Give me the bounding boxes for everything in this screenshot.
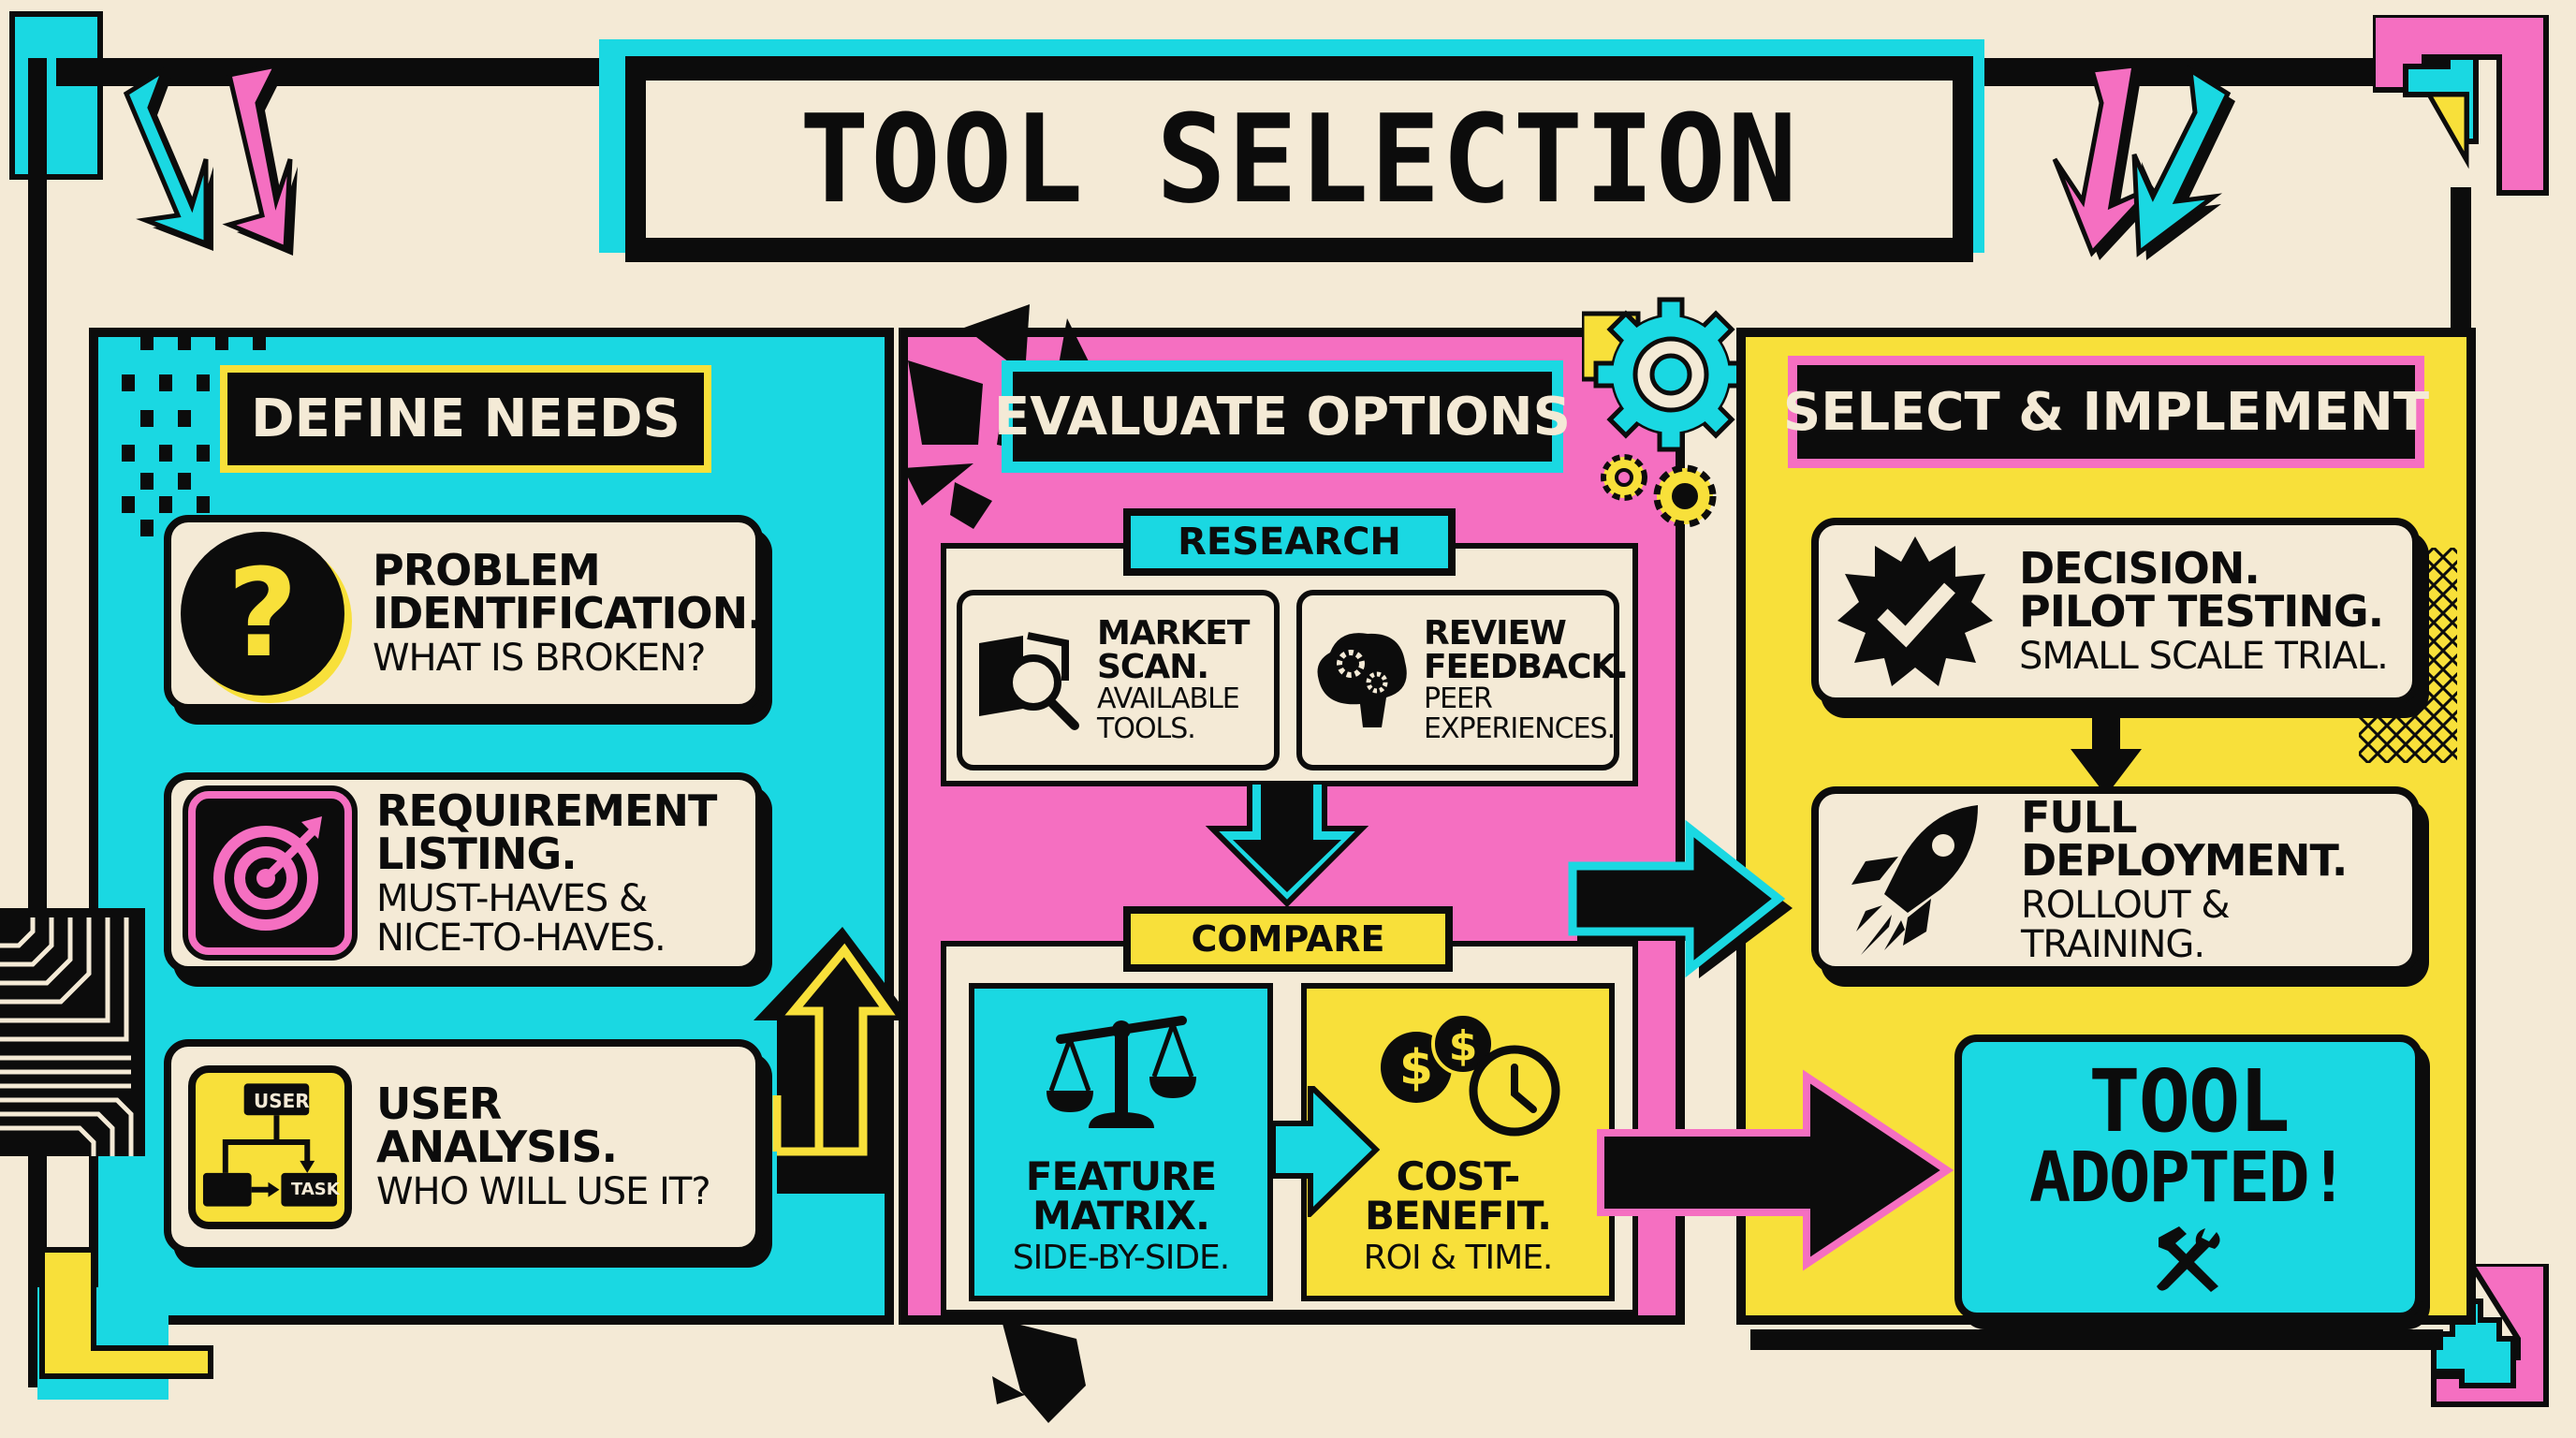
research-label: RESEARCH (1123, 508, 1456, 576)
frame-bottom-border (1750, 1329, 2443, 1350)
section-header-define-needs: DEFINE NEEDS (220, 365, 711, 473)
step-title-line1: DECISION. (2019, 543, 2261, 594)
step-title-line1: REQUIREMENT (376, 785, 717, 836)
corner-block-top-left (9, 11, 103, 180)
up-arrow-icon (754, 927, 913, 1194)
card-title-line1: FEATURE (1025, 1153, 1217, 1200)
step-subtitle: WHO WILL USE IT? (376, 1170, 711, 1213)
step-subtitle-line1: MUST-HAVES & (376, 876, 648, 920)
corner-block-top-right (2373, 15, 2549, 196)
gears-icon (1582, 297, 1749, 528)
card-title-line2: BENEFIT. (1364, 1193, 1552, 1240)
step-card-requirement-listing: REQUIREMENT LISTING. MUST-HAVES & NICE-T… (164, 772, 763, 974)
card-title-line1: MARKET (1097, 614, 1250, 653)
card-subtitle-line2: EXPERIENCES. (1424, 712, 1616, 745)
question-mark-icon: ? (181, 531, 344, 696)
card-title-line1: REVIEW (1424, 614, 1567, 653)
right-arrow-icon (1273, 1086, 1381, 1217)
step-title-line2: ANALYSIS. (376, 1122, 618, 1172)
step-subtitle: ROLLOUT & TRAINING. (2021, 884, 2231, 966)
research-card-market-scan: MARKET SCAN. AVAILABLE TOOLS. (957, 590, 1280, 770)
step-title-line2: IDENTIFICATION. (373, 588, 764, 638)
step-title-line1: PROBLEM (373, 545, 601, 595)
compare-card-cost-benefit: $ $ COST- BENEFIT. ROI & TIME. (1301, 983, 1615, 1301)
brain-gears-icon (1317, 632, 1407, 727)
card-subtitle-line1: PEER (1424, 682, 1493, 715)
step-subtitle-line2: NICE-TO-HAVES. (376, 916, 666, 960)
step-card-user-analysis: USER TASK USER ANALYSIS. WHO WILL USE IT… (164, 1039, 763, 1255)
icon-label-user: USER (254, 1089, 310, 1112)
research-card-review-feedback: REVIEW FEEDBACK. PEER EXPERIENCES. (1296, 590, 1629, 770)
page-title: TOOL SELECTION (799, 88, 1799, 230)
card-title-line2: MATRIX. (1032, 1193, 1210, 1240)
step-card-full-deployment: FULL DEPLOYMENT. ROLLOUT & TRAINING. (1811, 786, 2420, 974)
coins-clock-icon: $ $ (1380, 1012, 1559, 1137)
title-banner: TOOL SELECTION (625, 56, 1973, 262)
step-card-problem-identification: ? PROBLEM IDENTIFICATION. WHAT IS BROKEN… (164, 515, 764, 712)
zigzag-arrows-right-icon (2052, 66, 2235, 260)
result-line2: ADOPTED! (2028, 1137, 2349, 1218)
card-subtitle: ROI & TIME. (1363, 1239, 1554, 1278)
step-card-decision-pilot: DECISION. PILOT TESTING. SMALL SCALE TRI… (1811, 518, 2420, 705)
result-line1: TOOL (2088, 1050, 2291, 1152)
card-title-line2: SCAN. (1097, 648, 1209, 686)
step-title-line2: DEPLOYMENT. (2021, 835, 2348, 886)
step-title-line1: USER (376, 1078, 502, 1129)
card-title-line2: FEEDBACK. (1424, 648, 1629, 686)
svg-text:$: $ (1448, 1022, 1477, 1070)
step-title-line2: PILOT TESTING. (2019, 586, 2384, 637)
rocket-icon (1852, 805, 1978, 955)
corner-block-bottom-left (37, 1247, 213, 1400)
book-magnifier-icon (979, 631, 1079, 730)
down-arrow-small-icon (2071, 697, 2142, 796)
section-header-select-implement: SELECT & IMPLEMENT (1783, 356, 2429, 468)
step-subtitle: SMALL SCALE TRIAL. (2019, 635, 2389, 678)
card-subtitle-line1: AVAILABLE (1097, 682, 1240, 715)
compare-card-feature-matrix: FEATURE MATRIX. SIDE-BY-SIDE. (969, 983, 1273, 1301)
card-subtitle: SIDE-BY-SIDE. (1012, 1239, 1230, 1278)
zigzag-arrows-left-icon (123, 66, 298, 256)
circuit-lines-decoration (0, 908, 145, 1156)
step-title-line2: LISTING. (376, 828, 578, 879)
card-subtitle-line2: TOOLS. (1097, 712, 1196, 745)
right-arrow-pink-icon (1597, 1069, 1954, 1271)
svg-text:$: $ (1398, 1040, 1432, 1096)
check-badge-icon (1837, 536, 1993, 686)
icon-label-task: TASK (291, 1179, 340, 1199)
corner-block-bottom-right (2431, 1264, 2549, 1407)
card-title-line1: COST- (1396, 1153, 1521, 1200)
balance-scale-icon (1046, 1016, 1196, 1129)
step-subtitle: WHAT IS BROKEN? (373, 637, 706, 680)
result-card-tool-adopted: TOOL ADOPTED! (1954, 1034, 2422, 1320)
target-icon (183, 785, 358, 961)
step-title-line1: FULL (2021, 792, 2137, 843)
right-arrow-cyan-icon (1568, 819, 1793, 978)
section-header-evaluate-options: EVALUATE OPTIONS (994, 360, 1571, 473)
down-arrow-icon (1205, 782, 1369, 908)
compare-label: COMPARE (1123, 906, 1453, 972)
hammer-wrench-icon (2157, 1226, 2220, 1293)
user-task-flow-icon: USER TASK (188, 1064, 352, 1229)
frame-left-border (28, 58, 47, 1387)
